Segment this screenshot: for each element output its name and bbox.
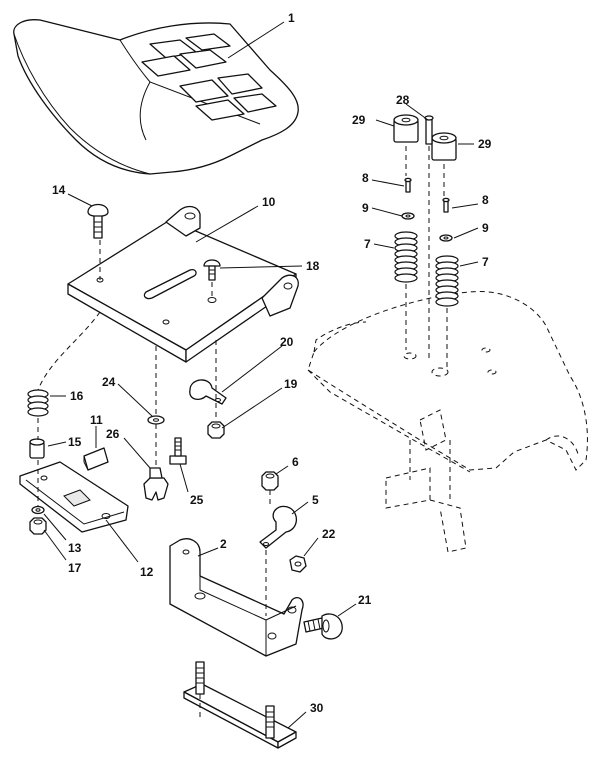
callout-14: 14 [52,183,66,197]
slide-rail [19,461,129,533]
callout-21: 21 [358,593,372,607]
callout-9-right: 9 [482,221,489,235]
washer-13 [31,505,45,515]
assembly-lines [37,146,448,720]
callout-7-left: 7 [364,237,371,251]
callout-22: 22 [322,527,336,541]
callout-26: 26 [106,427,120,441]
callout-24: 24 [102,375,116,389]
callout-19: 19 [284,377,298,391]
leader-lines [43,21,479,729]
callout-17: 17 [68,561,82,575]
callout-1: 1 [288,11,295,25]
callout-8-left: 8 [362,171,369,185]
callout-15: 15 [68,435,82,449]
stud-plate [183,661,297,749]
nut-19 [207,421,225,439]
callout-25: 25 [190,493,204,507]
spacer-15 [29,438,45,459]
callout-10: 10 [262,195,276,209]
spacer-29-right [431,132,457,161]
seat-plate [67,205,299,363]
callout-29-right: 29 [478,137,492,151]
callout-29-left: 29 [352,113,366,127]
pan-screw [203,259,221,303]
block-11 [83,447,109,471]
clamp-20 [189,379,227,405]
spring-7-left [394,231,418,283]
pin-8-left [404,177,412,193]
shoulder-bolt [169,437,187,465]
callout-12: 12 [140,565,154,579]
callout-30: 30 [310,701,324,715]
carriage-bolt [87,203,109,239]
callouts: 1 2 5 6 7 7 8 8 9 9 10 11 12 13 14 15 16… [52,11,492,715]
callout-20: 20 [280,335,294,349]
spacer-29-left [393,114,419,143]
callout-16: 16 [70,389,84,403]
callout-18: 18 [306,259,320,273]
callout-6: 6 [292,455,299,469]
washer-24 [147,415,165,425]
callout-5: 5 [312,493,319,507]
callout-11: 11 [90,413,103,427]
nut-17 [29,517,47,535]
callout-7-right: 7 [482,255,489,269]
washer-9-right [439,234,453,242]
pin-28 [424,115,434,145]
seat-bracket [169,538,304,657]
callout-2: 2 [220,537,227,551]
callout-8-right: 8 [482,193,489,207]
callout-13: 13 [68,541,82,555]
clamp-5 [259,505,297,549]
bolt-21 [303,613,343,640]
callout-28: 28 [396,93,410,107]
nut-22 [289,555,307,573]
callout-9-left: 9 [362,201,369,215]
spring-7-right [435,255,459,307]
pin-8-right [442,197,450,213]
nut-6 [261,471,279,491]
washer-9-left [401,212,415,220]
seat [13,19,299,175]
adjust-knob [143,467,169,501]
frame-fender [307,291,588,553]
spring-16 [27,389,49,417]
